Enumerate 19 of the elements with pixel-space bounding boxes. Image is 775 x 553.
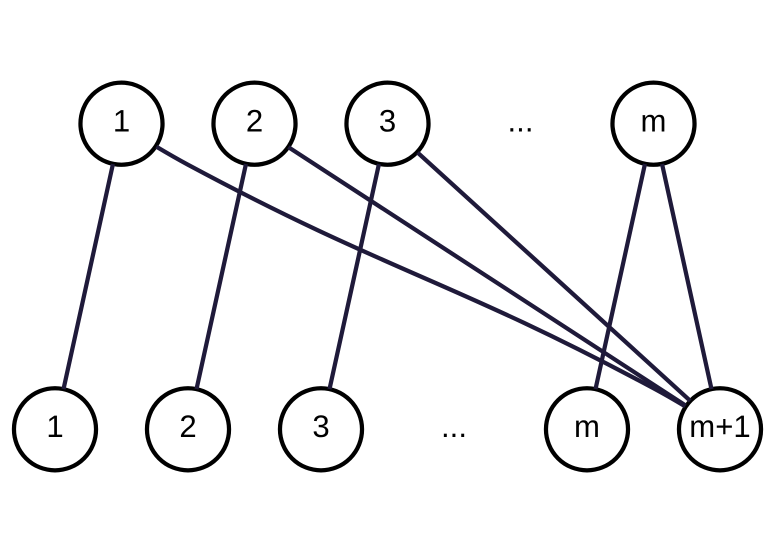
node-circle: 2	[211, 80, 298, 167]
node-circle: 3	[344, 80, 431, 167]
connector	[155, 144, 686, 408]
label: ...	[508, 104, 534, 139]
connector	[327, 164, 382, 390]
label: ...	[441, 409, 467, 444]
node-circle: m+1	[676, 386, 764, 472]
connector	[660, 164, 714, 390]
connector	[593, 164, 648, 390]
node-circle: m	[544, 386, 630, 472]
connector	[416, 150, 692, 402]
node-circle: 2	[144, 386, 232, 472]
node-circle: m	[610, 80, 697, 167]
node-circle: 1	[12, 386, 98, 472]
connector	[61, 164, 116, 390]
node-circle: 3	[278, 386, 364, 472]
connector	[194, 164, 248, 390]
node-circle: 1	[78, 80, 165, 167]
connector	[287, 145, 687, 408]
